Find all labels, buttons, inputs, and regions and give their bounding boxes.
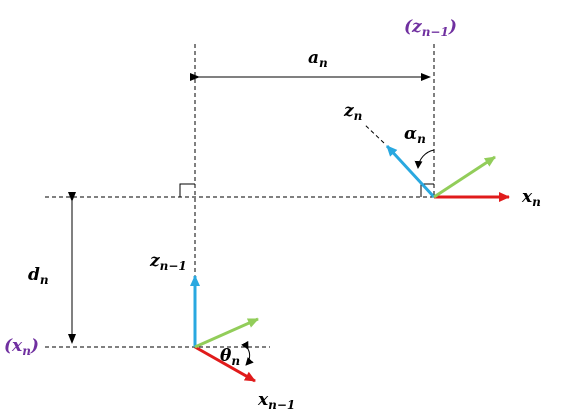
theta-n-angle-arc [241,340,254,366]
y-n-minus-1-axis-arrow [194,317,259,349]
label-z-n-minus-1-top: (zn−1) [404,17,457,39]
label-theta-n: θn [220,346,240,368]
label-z-n-minus-1-lower: zn−1 [149,251,187,273]
label-a-n: an [308,48,328,70]
label-x-n-right: xn [521,187,541,209]
alpha-n-angle-arc [414,149,435,169]
label-x-n-minus-1: xn−1 [257,390,295,412]
x-n-minus-1-axis-arrow [194,345,256,383]
label-d-n: dn [28,265,49,287]
label-z-n: zn [343,101,362,123]
y-n-axis-arrow [433,155,496,199]
z-n-dashed-extension [363,123,385,144]
label-x-n-left: (xn) [4,336,39,358]
label-alpha-n: αn [404,124,426,146]
right-angle-marker-left [179,183,195,197]
z-n-axis-arrow [385,144,436,199]
